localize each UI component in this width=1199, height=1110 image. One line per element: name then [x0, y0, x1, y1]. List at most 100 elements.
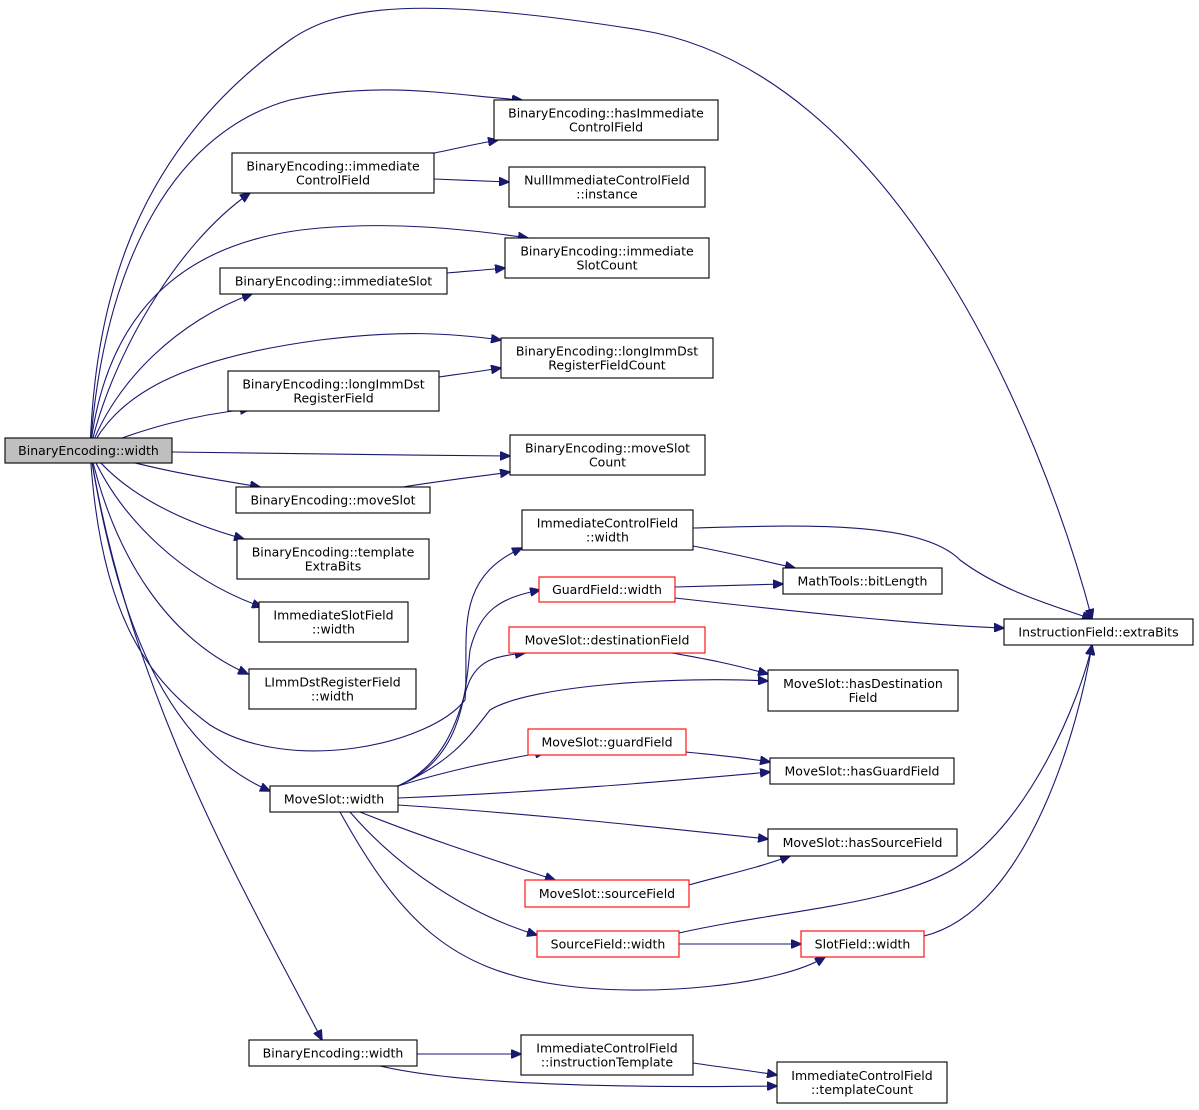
edge-immediateControlField-to-nullImmediateInstance	[433, 179, 509, 182]
node-moveSlotDestinationField[interactable]: MoveSlot::destinationField	[508, 626, 706, 654]
node-longImmDstRegisterFieldCount[interactable]: BinaryEncoding::longImmDstRegisterFieldC…	[500, 337, 714, 379]
node-box	[235, 486, 431, 514]
node-moveSlotWidth[interactable]: MoveSlot::width	[269, 785, 399, 813]
node-label: MoveSlot::hasSourceField	[783, 835, 943, 850]
edge-immediateSlot-to-immediateSlotCount	[446, 268, 505, 274]
node-label: BinaryEncoding::immediate	[246, 159, 420, 174]
edge-root-to-binaryEncodingWidth2	[89, 449, 322, 1040]
edge-root-to-instructionFieldExtraBits	[89, 7, 1092, 619]
node-box	[538, 576, 676, 603]
node-mathToolsBitLength[interactable]: MathTools::bitLength	[782, 567, 943, 595]
node-label: ::instructionTemplate	[541, 1055, 673, 1070]
node-box	[508, 626, 706, 654]
node-label: MoveSlot::width	[284, 792, 384, 807]
edge-root-to-longImmDstRegisterFieldCount	[89, 333, 501, 451]
node-label: NullImmediateControlField	[524, 173, 690, 188]
node-sourceFieldWidth[interactable]: SourceField::width	[536, 930, 680, 958]
node-nullImmediateInstance[interactable]: NullImmediateControlField::instance	[508, 166, 706, 208]
node-box	[1003, 618, 1194, 646]
node-box	[493, 99, 719, 141]
node-label: ImmediateSlotField	[273, 608, 393, 623]
node-label: SlotField::width	[815, 937, 911, 952]
node-label: ExtraBits	[305, 559, 361, 574]
node-box	[527, 728, 687, 756]
edge-root-to-limmDstRegisterFieldWidth	[89, 449, 248, 674]
node-label: RegisterFieldCount	[548, 358, 666, 373]
node-label: BinaryEncoding::width	[263, 1046, 404, 1061]
edge-moveSlotSourceField-to-moveSlotHasSourceField	[688, 856, 790, 886]
edge-sourceFieldWidth-to-instructionFieldExtraBits	[678, 645, 1092, 934]
edge-moveSlotDestinationField-to-moveSlotHasDestinationField	[671, 652, 768, 674]
node-label: BinaryEncoding::hasImmediate	[508, 106, 704, 121]
node-label: ::instance	[576, 187, 638, 202]
node-box	[236, 538, 430, 580]
node-label: BinaryEncoding::width	[18, 443, 159, 458]
edge-moveSlotWidth-to-guardFieldWidth	[397, 590, 540, 787]
node-label: ::width	[586, 530, 629, 545]
node-guardFieldWidth[interactable]: GuardField::width	[538, 576, 676, 603]
node-moveSlotHasSourceField[interactable]: MoveSlot::hasSourceField	[767, 828, 958, 857]
edge-binaryEncodingWidth2-to-immediateTemplateCount	[379, 1065, 777, 1087]
node-label: BinaryEncoding::immediate	[520, 244, 694, 259]
edge-immediateControlFieldWidth-to-instructionFieldExtraBits	[692, 525, 1092, 619]
edge-root-to-hasImmediateControlField	[89, 89, 522, 451]
edge-moveSlotWidth-to-moveSlotDestinationField	[397, 653, 525, 787]
edge-moveSlotGuardField-to-moveSlotHasGuardField	[685, 751, 770, 762]
edge-moveSlotWidth-to-slotFieldWidth	[339, 811, 825, 991]
node-label: SlotCount	[576, 258, 637, 273]
node-immediateControlFieldWidth[interactable]: ImmediateControlField::width	[521, 509, 694, 551]
node-root[interactable]: BinaryEncoding::width	[4, 437, 173, 464]
node-label: LImmDstRegisterField	[264, 675, 400, 690]
node-box	[231, 152, 435, 194]
node-label: ::width	[311, 689, 354, 704]
edge-moveSlotWidth-to-moveSlotHasGuardField	[397, 772, 770, 799]
node-box	[520, 1034, 694, 1076]
node-box	[776, 1061, 948, 1104]
node-box	[800, 930, 925, 958]
node-label: BinaryEncoding::longImmDst	[242, 377, 424, 392]
node-moveSlotSourceField[interactable]: MoveSlot::sourceField	[524, 879, 690, 908]
node-moveSlotBE[interactable]: BinaryEncoding::moveSlot	[235, 486, 431, 514]
node-moveSlotHasGuardField[interactable]: MoveSlot::hasGuardField	[769, 757, 955, 785]
node-box	[521, 509, 694, 551]
node-immediateInstructionTemplate[interactable]: ImmediateControlField::instructionTempla…	[520, 1034, 694, 1076]
node-moveSlotGuardField[interactable]: MoveSlot::guardField	[527, 728, 687, 756]
node-label: BinaryEncoding::moveSlot	[525, 441, 690, 456]
node-slotFieldWidth[interactable]: SlotField::width	[800, 930, 925, 958]
node-label: BinaryEncoding::longImmDst	[516, 344, 698, 359]
node-binaryEncodingWidth2[interactable]: BinaryEncoding::width	[248, 1039, 418, 1067]
node-label: MoveSlot::destinationField	[525, 633, 690, 648]
node-label: GuardField::width	[552, 582, 662, 597]
node-label: ::width	[312, 622, 355, 637]
node-label: BinaryEncoding::moveSlot	[250, 493, 415, 508]
node-label: ::templateCount	[811, 1082, 913, 1097]
node-immediateTemplateCount[interactable]: ImmediateControlField::templateCount	[776, 1061, 948, 1104]
node-box	[269, 785, 399, 813]
node-limmDstRegisterFieldWidth[interactable]: LImmDstRegisterField::width	[248, 668, 417, 710]
edge-immediateInstructionTemplate-to-immediateTemplateCount	[692, 1062, 777, 1075]
node-box	[524, 879, 690, 908]
node-instructionFieldExtraBits[interactable]: InstructionField::extraBits	[1003, 618, 1194, 646]
node-box	[782, 567, 943, 595]
node-label: BinaryEncoding::immediateSlot	[235, 274, 432, 289]
node-box	[504, 237, 710, 279]
edge-moveSlotWidth-to-moveSlotHasDestinationField	[397, 680, 768, 787]
node-immediateSlot[interactable]: BinaryEncoding::immediateSlot	[219, 267, 448, 295]
edge-guardFieldWidth-to-instructionFieldExtraBits	[674, 597, 1004, 628]
node-label: ControlField	[296, 173, 370, 188]
edge-immediateControlFieldWidth-to-mathToolsBitLength	[692, 545, 795, 568]
node-immediateSlotFieldWidth[interactable]: ImmediateSlotField::width	[258, 601, 409, 643]
node-label: RegisterField	[293, 391, 373, 406]
edge-slotFieldWidth-to-instructionFieldExtraBits	[923, 645, 1092, 937]
nodes-layer: BinaryEncoding::width BinaryEncoding::has…	[4, 99, 1194, 1104]
node-label: MoveSlot::hasDestination	[783, 676, 943, 691]
edge-root-to-moveSlotCount	[171, 452, 510, 456]
